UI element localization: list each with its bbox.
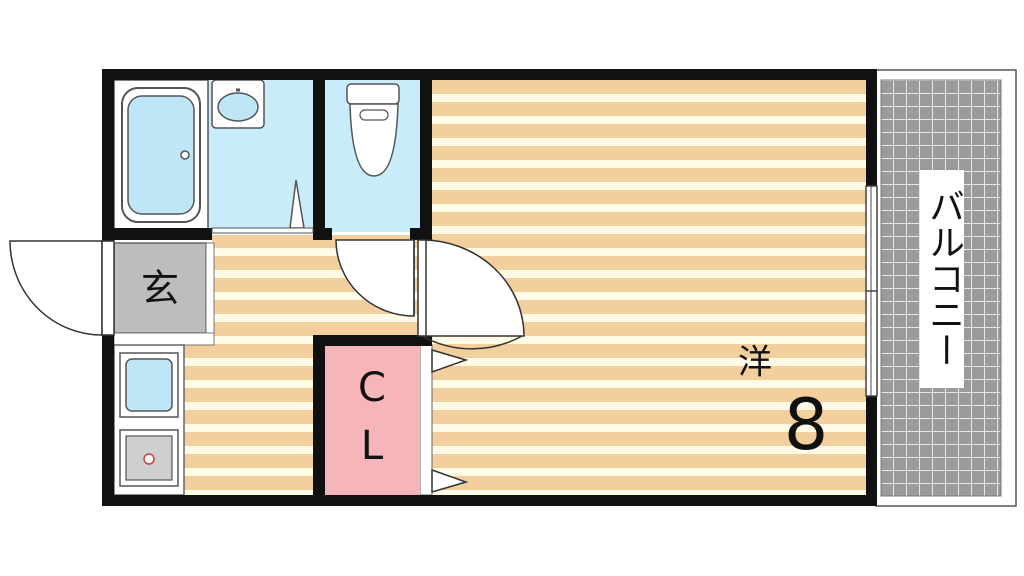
closet: C L xyxy=(325,345,420,495)
bathroom xyxy=(113,79,319,233)
balcony: バルコニー xyxy=(875,69,1017,507)
closet-label-c: C xyxy=(358,365,386,411)
toilet-tank xyxy=(346,83,400,105)
room-size-label: 8 xyxy=(784,384,829,466)
toilet-door xyxy=(335,239,415,317)
toilet-bowl xyxy=(349,103,399,177)
closet-door-upper xyxy=(431,348,469,374)
walls xyxy=(102,69,877,506)
genkan: 玄 xyxy=(113,242,215,346)
toilet-room xyxy=(325,80,420,232)
balcony-window xyxy=(865,185,878,397)
genkan-label: 玄 xyxy=(141,267,179,311)
room-labels: 洋 8 xyxy=(738,343,828,467)
entrance-door xyxy=(9,240,103,336)
closet-door-lower xyxy=(431,468,469,494)
western-room-label: 洋 xyxy=(738,343,772,383)
closet-label-l: L xyxy=(361,423,384,469)
doors xyxy=(9,239,525,494)
balcony-label: バルコニー xyxy=(923,188,964,368)
room-door xyxy=(421,239,525,337)
kitchen xyxy=(113,344,185,496)
balcony-label-bg xyxy=(920,170,964,388)
